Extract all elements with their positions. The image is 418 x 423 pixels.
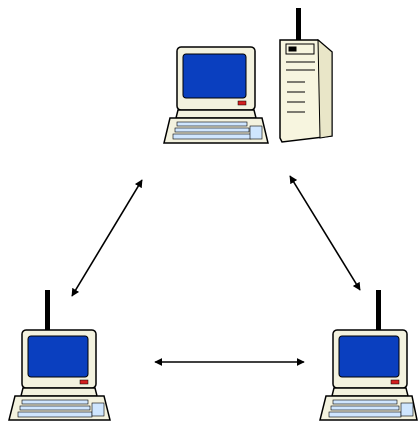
desktop-computer-icon xyxy=(319,290,418,421)
tower-side xyxy=(317,38,333,139)
power-led xyxy=(390,379,400,385)
keyboard-keys xyxy=(172,121,263,140)
monitor-screen xyxy=(338,335,400,378)
drive-bays xyxy=(285,43,315,113)
desktop-computer-icon xyxy=(163,46,269,144)
monitor-base xyxy=(331,387,409,397)
monitor-base xyxy=(20,387,98,397)
bottom-right-workstation xyxy=(319,290,418,421)
desktop-computer-icon xyxy=(8,290,111,421)
arrow-top-workstation-to-bottom-left xyxy=(71,179,143,297)
monitor-screen xyxy=(27,335,89,378)
monitor-screen xyxy=(182,53,247,99)
power-led xyxy=(237,100,247,106)
power-led xyxy=(79,379,89,385)
server-tower-icon xyxy=(279,8,333,143)
top-workstation xyxy=(163,46,269,144)
bottom-left-workstation xyxy=(8,290,111,421)
antenna xyxy=(376,290,381,334)
antenna xyxy=(296,8,301,50)
keyboard-keys xyxy=(328,399,414,418)
monitor-base xyxy=(175,109,257,119)
server-tower xyxy=(279,8,333,143)
arrow-server-to-bottom-right xyxy=(289,175,361,291)
antenna xyxy=(45,290,50,334)
keyboard-keys xyxy=(17,399,105,418)
